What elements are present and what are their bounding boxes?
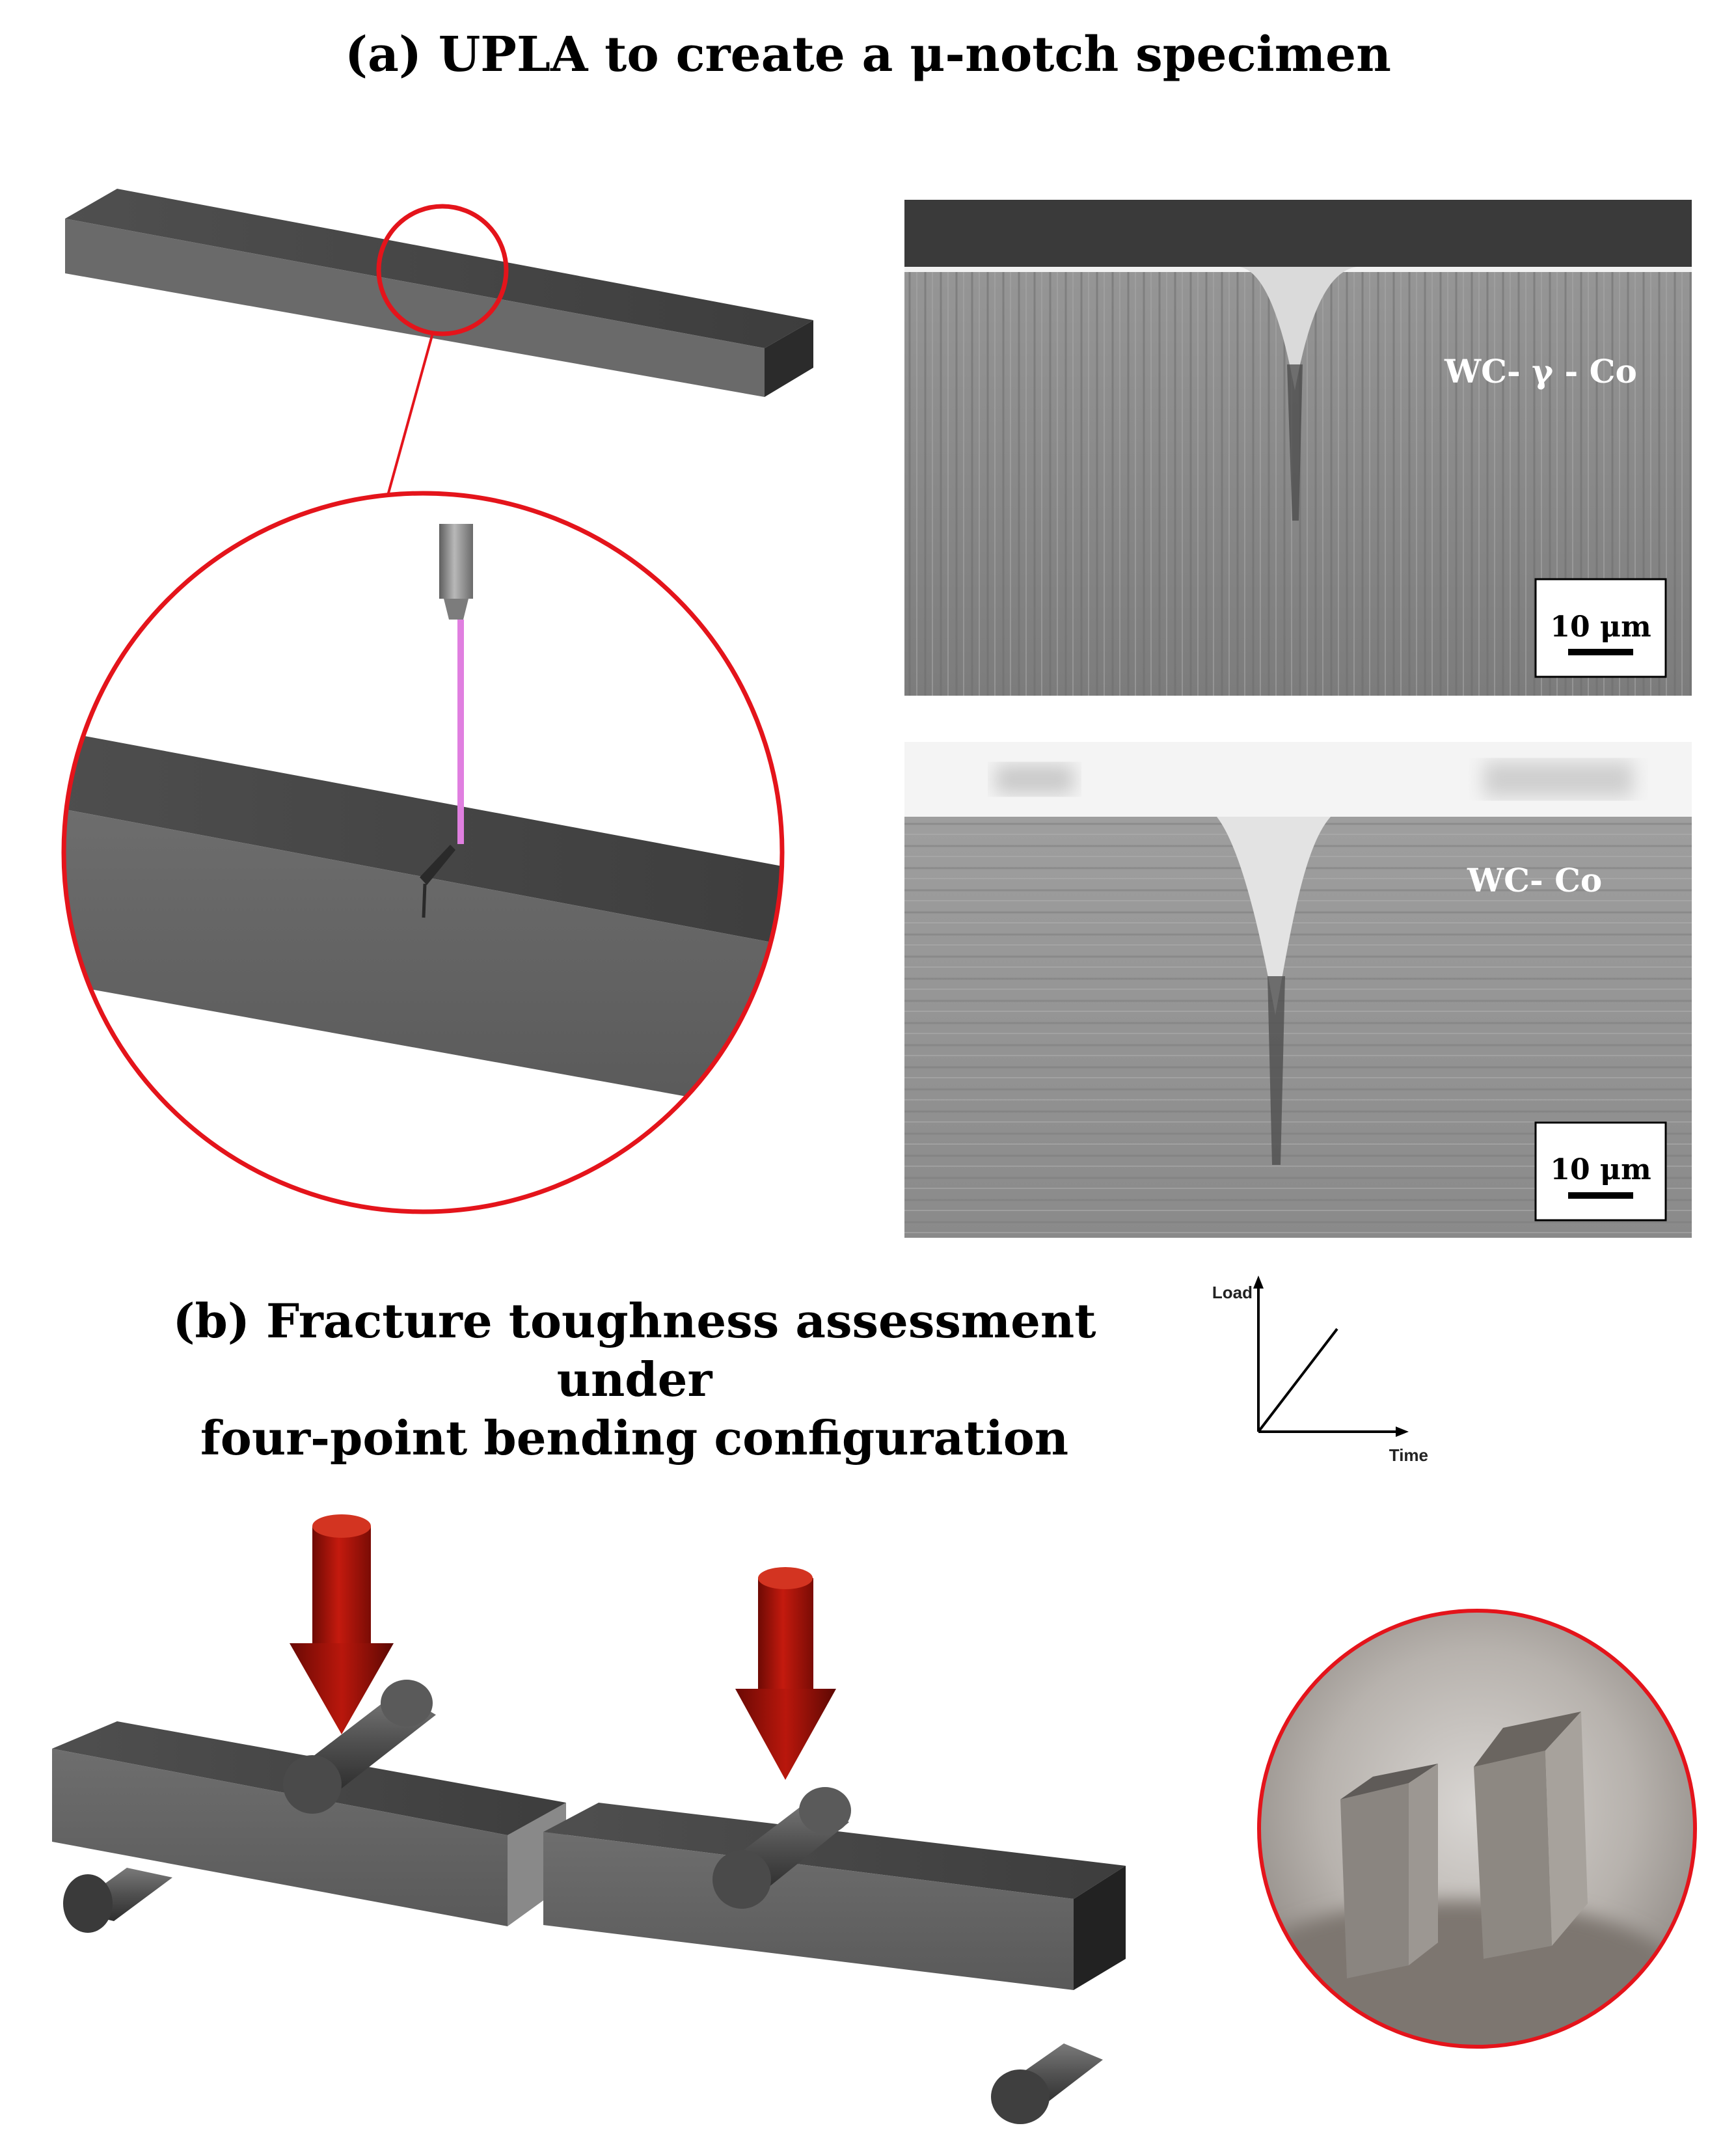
load-arrow-left [290, 1514, 394, 1734]
sem-bottom-scale-box [1534, 1121, 1667, 1222]
sem-bottom-scale-bar [1568, 1192, 1633, 1199]
notch-highlight-circle [376, 204, 509, 336]
sem-top-label: WC- γ - Co [1444, 352, 1637, 390]
load-time-chart: Load Time [1212, 1276, 1428, 1465]
sem-top-scale-bar [1568, 649, 1633, 655]
beam-right-half [543, 1803, 1126, 1990]
sem-image-bottom: WC- Co 10 μm [904, 742, 1692, 1238]
panel-a-title: (a) UPLA to create a μ-notch specimen [345, 27, 1391, 83]
panel-b-title-line2: four-point bending configuration [200, 1410, 1069, 1466]
chart-load-curve [1257, 1328, 1338, 1433]
panel-b-title-line1: (b) Fracture toughness assessment under [172, 1293, 1096, 1407]
support-rod-left [63, 1868, 172, 1933]
sem-top-scale-box [1534, 578, 1667, 678]
sem-top-scale-text: 10 μm [1550, 610, 1651, 644]
panel-b-title: (b) Fracture toughness assessment under … [98, 1292, 1171, 1468]
laser-nozzle [439, 524, 473, 620]
support-rod-right [991, 2043, 1103, 2124]
chart-y-label: Load [1212, 1283, 1253, 1302]
load-arrow-right [735, 1567, 836, 1780]
loading-rod-right [712, 1787, 851, 1909]
zoom-pointer-arrow [374, 333, 434, 525]
zoom-view [61, 491, 785, 1214]
chart-x-label: Time [1389, 1445, 1428, 1465]
sem-bottom-scale-text: 10 μm [1550, 1153, 1651, 1186]
specimen-bar [65, 189, 813, 397]
loading-rod-left [283, 1680, 436, 1814]
sem-image-top: WC- γ - Co 10 μm [904, 200, 1692, 696]
fractured-specimen-photo [1257, 1609, 1697, 2049]
laser-beam [457, 620, 464, 844]
four-point-bending-setup [52, 1514, 1126, 2124]
sem-bottom-label: WC- Co [1467, 861, 1602, 899]
